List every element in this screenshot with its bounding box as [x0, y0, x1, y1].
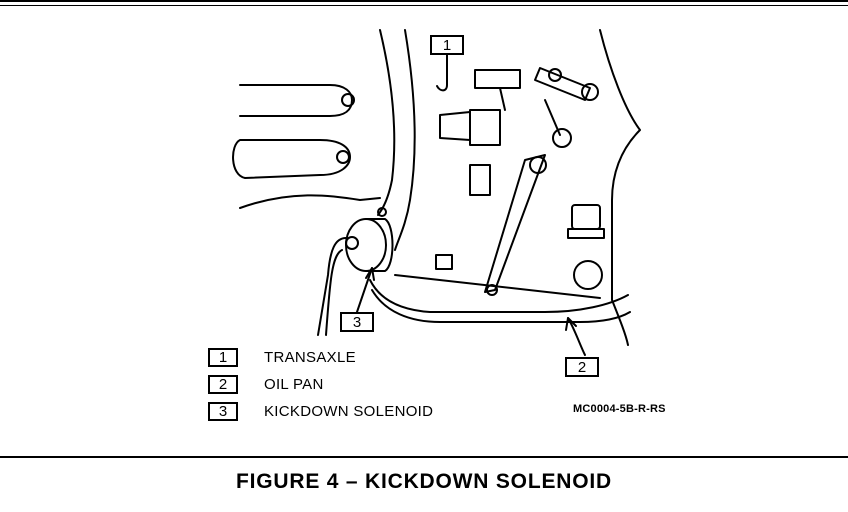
legend-label: OIL PAN [264, 376, 324, 393]
cable-lower [232, 139, 351, 179]
solenoid-wire [317, 237, 347, 336]
transaxle-housing [377, 29, 416, 251]
callout-3-leader [356, 267, 373, 313]
legend-label: KICKDOWN SOLENOID [264, 403, 434, 420]
figure-caption: FIGURE 4 – KICKDOWN SOLENOID [236, 470, 612, 493]
solenoid-terminal [345, 236, 359, 250]
top-border [0, 0, 848, 6]
legend-number: 1 [208, 348, 238, 367]
reference-code: MC0004-5B-R-RS [573, 403, 666, 415]
legend: 1 TRANSAXLE 2 OIL PAN 3 KICKDOWN SOLENOI… [208, 344, 538, 425]
oil-pan-rim [369, 279, 629, 313]
fill-plug [571, 204, 601, 230]
callout-2: 2 [565, 357, 599, 377]
callout-3: 3 [340, 312, 374, 332]
solenoid-body [345, 218, 387, 272]
pan-bolt [435, 254, 453, 270]
legend-number: 3 [208, 402, 238, 421]
callout-1-leader [436, 51, 448, 92]
cable-upper-eyelet [341, 93, 355, 107]
legend-row: 3 KICKDOWN SOLENOID [208, 398, 538, 425]
legend-label: TRANSAXLE [264, 349, 356, 366]
legend-number: 2 [208, 375, 238, 394]
drain-plug [573, 260, 603, 290]
legend-row: 2 OIL PAN [208, 371, 538, 398]
legend-row: 1 TRANSAXLE [208, 344, 538, 371]
callout-2-leader [567, 317, 586, 356]
bottom-border [0, 456, 848, 458]
shift-lever [484, 154, 546, 293]
callout-1: 1 [430, 35, 464, 55]
cable-upper [239, 84, 353, 117]
cable-lower-eyelet [336, 150, 350, 164]
